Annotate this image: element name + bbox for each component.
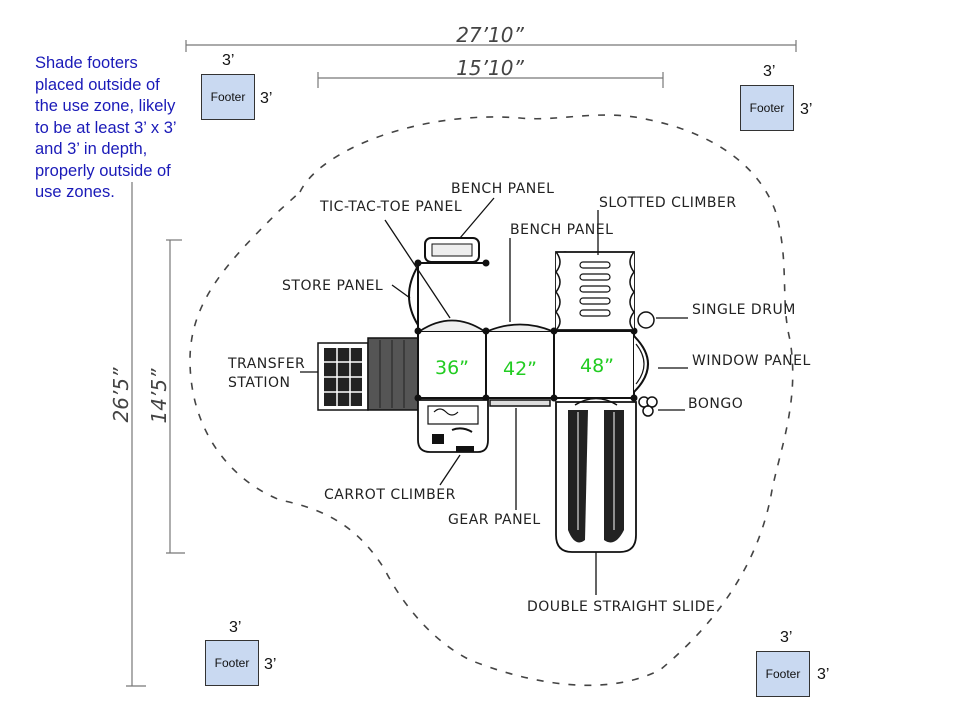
label-slotted-climber: SLOTTED CLIMBER (599, 195, 737, 211)
structure-depth-label: 14’5” (147, 368, 171, 424)
carrot-climber-drawing (417, 399, 489, 453)
bongo-drawing (638, 396, 658, 417)
footer-box-top-left: Footer (201, 74, 255, 120)
slotted-climber-drawing (555, 251, 635, 331)
deck-height-1: 36” (435, 357, 469, 379)
shade-footer-note: Shade footers placed outside of the use … (35, 54, 176, 201)
footer-dim-top-right-side: 3’ (800, 101, 813, 118)
store-panel-drawing (408, 265, 419, 326)
label-transfer-station-text: TRANSFER (227, 356, 305, 372)
transfer-station-drawing (317, 337, 419, 411)
footer-dim-top-right-top: 3’ (763, 63, 776, 80)
single-drum-drawing (637, 311, 655, 329)
deck-height-2: 42” (503, 358, 537, 380)
tic-tac-toe-panel-drawing (419, 319, 485, 332)
label-gear-panel: GEAR PANEL (448, 512, 541, 528)
label-single-drum: SINGLE DRUM (692, 302, 796, 318)
label-transfer-station-line2: STATION (228, 375, 291, 391)
label-bongo: BONGO (688, 396, 743, 412)
overall-width-label: 27’10” (456, 23, 524, 47)
label-store-panel: STORE PANEL (282, 278, 383, 294)
footer-dim-bottom-right-top: 3’ (780, 629, 793, 646)
footer-dim-top-left-side: 3’ (260, 90, 273, 107)
label-carrot-climber: CARROT CLIMBER (324, 487, 456, 503)
label-transfer-station: TRANSFER STATION (227, 356, 310, 391)
footer-dim-bottom-right-side: 3’ (817, 666, 830, 683)
footer-dim-bottom-left-side: 3’ (264, 656, 277, 673)
footer-dim-top-left-top: 3’ (222, 52, 235, 69)
footer-box-bottom-left: Footer (205, 640, 259, 686)
label-bench-panel: BENCH PANEL (510, 222, 613, 238)
top-bench-drawing (414, 237, 490, 267)
bench-panel-drawing (487, 323, 553, 332)
label-tic-tac-toe-panel: TIC-TAC-TOE PANEL (319, 199, 462, 215)
double-straight-slide-drawing (555, 397, 637, 553)
footer-box-bottom-right: Footer (756, 651, 810, 697)
footer-dim-bottom-left-top: 3’ (229, 619, 242, 636)
label-window-panel: WINDOW PANEL (692, 353, 811, 369)
structure-width-label: 15’10” (456, 56, 524, 80)
deck-height-3: 48” (580, 355, 614, 377)
overall-depth-label: 26’5” (109, 367, 133, 423)
use-zone-boundary (189, 114, 794, 686)
gear-panel-drawing (489, 399, 551, 407)
label-bench-panel-top: BENCH PANEL (451, 181, 554, 197)
footer-box-top-right: Footer (740, 85, 794, 131)
window-panel-drawing (633, 335, 649, 393)
label-double-straight-slide: DOUBLE STRAIGHT SLIDE (527, 599, 715, 615)
